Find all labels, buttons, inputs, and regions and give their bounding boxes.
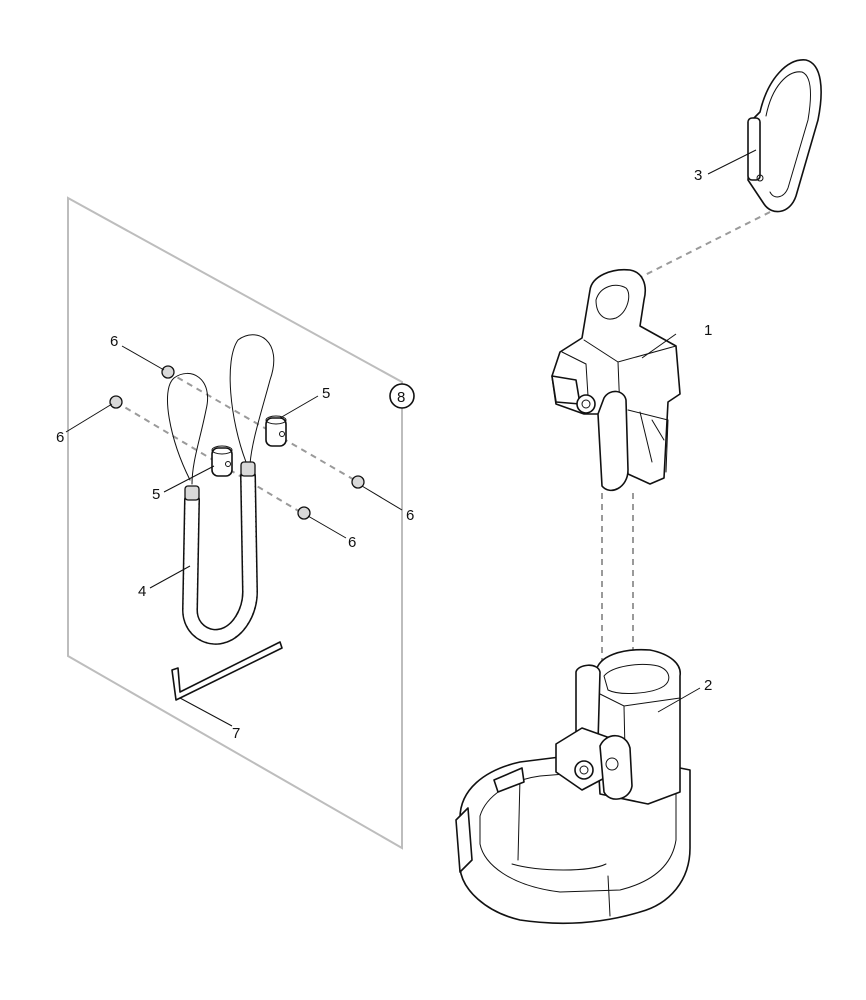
guide-line-lower	[115, 401, 303, 514]
clamp-block-left	[211, 445, 233, 477]
holder	[551, 268, 681, 492]
set-screw-top	[161, 365, 175, 379]
callout-set-screw-top: 6	[110, 333, 118, 350]
callout-set-screw-right: 6	[406, 507, 414, 524]
coiled-lanyard	[167, 334, 275, 645]
hex-key	[171, 641, 283, 701]
callout-set-screw-mid: 6	[348, 534, 356, 551]
guide-line-carabiner	[636, 210, 773, 280]
set-screw-left	[109, 395, 123, 409]
set-screw-mid	[297, 506, 311, 520]
clamp-block-right	[265, 415, 287, 447]
leader-lines	[65, 149, 757, 727]
callout-base-bracket: 2	[704, 677, 712, 694]
base-bracket	[455, 648, 691, 925]
callout-carabiner: 3	[694, 167, 702, 184]
kit-number-circle	[389, 383, 415, 409]
set-screw-right	[351, 475, 365, 489]
callout-clamp-block-right: 5	[322, 385, 330, 402]
carabiner	[747, 59, 822, 213]
callout-hex-key: 7	[232, 725, 240, 742]
callout-clamp-block-left: 5	[152, 486, 160, 503]
callout-kit-number: 8	[397, 389, 405, 406]
callout-holder: 1	[704, 322, 712, 339]
callout-set-screw-left: 6	[56, 429, 64, 446]
kit-panel	[67, 196, 403, 850]
guide-line-upper	[167, 371, 359, 483]
callout-coiled-lanyard: 4	[138, 583, 146, 600]
